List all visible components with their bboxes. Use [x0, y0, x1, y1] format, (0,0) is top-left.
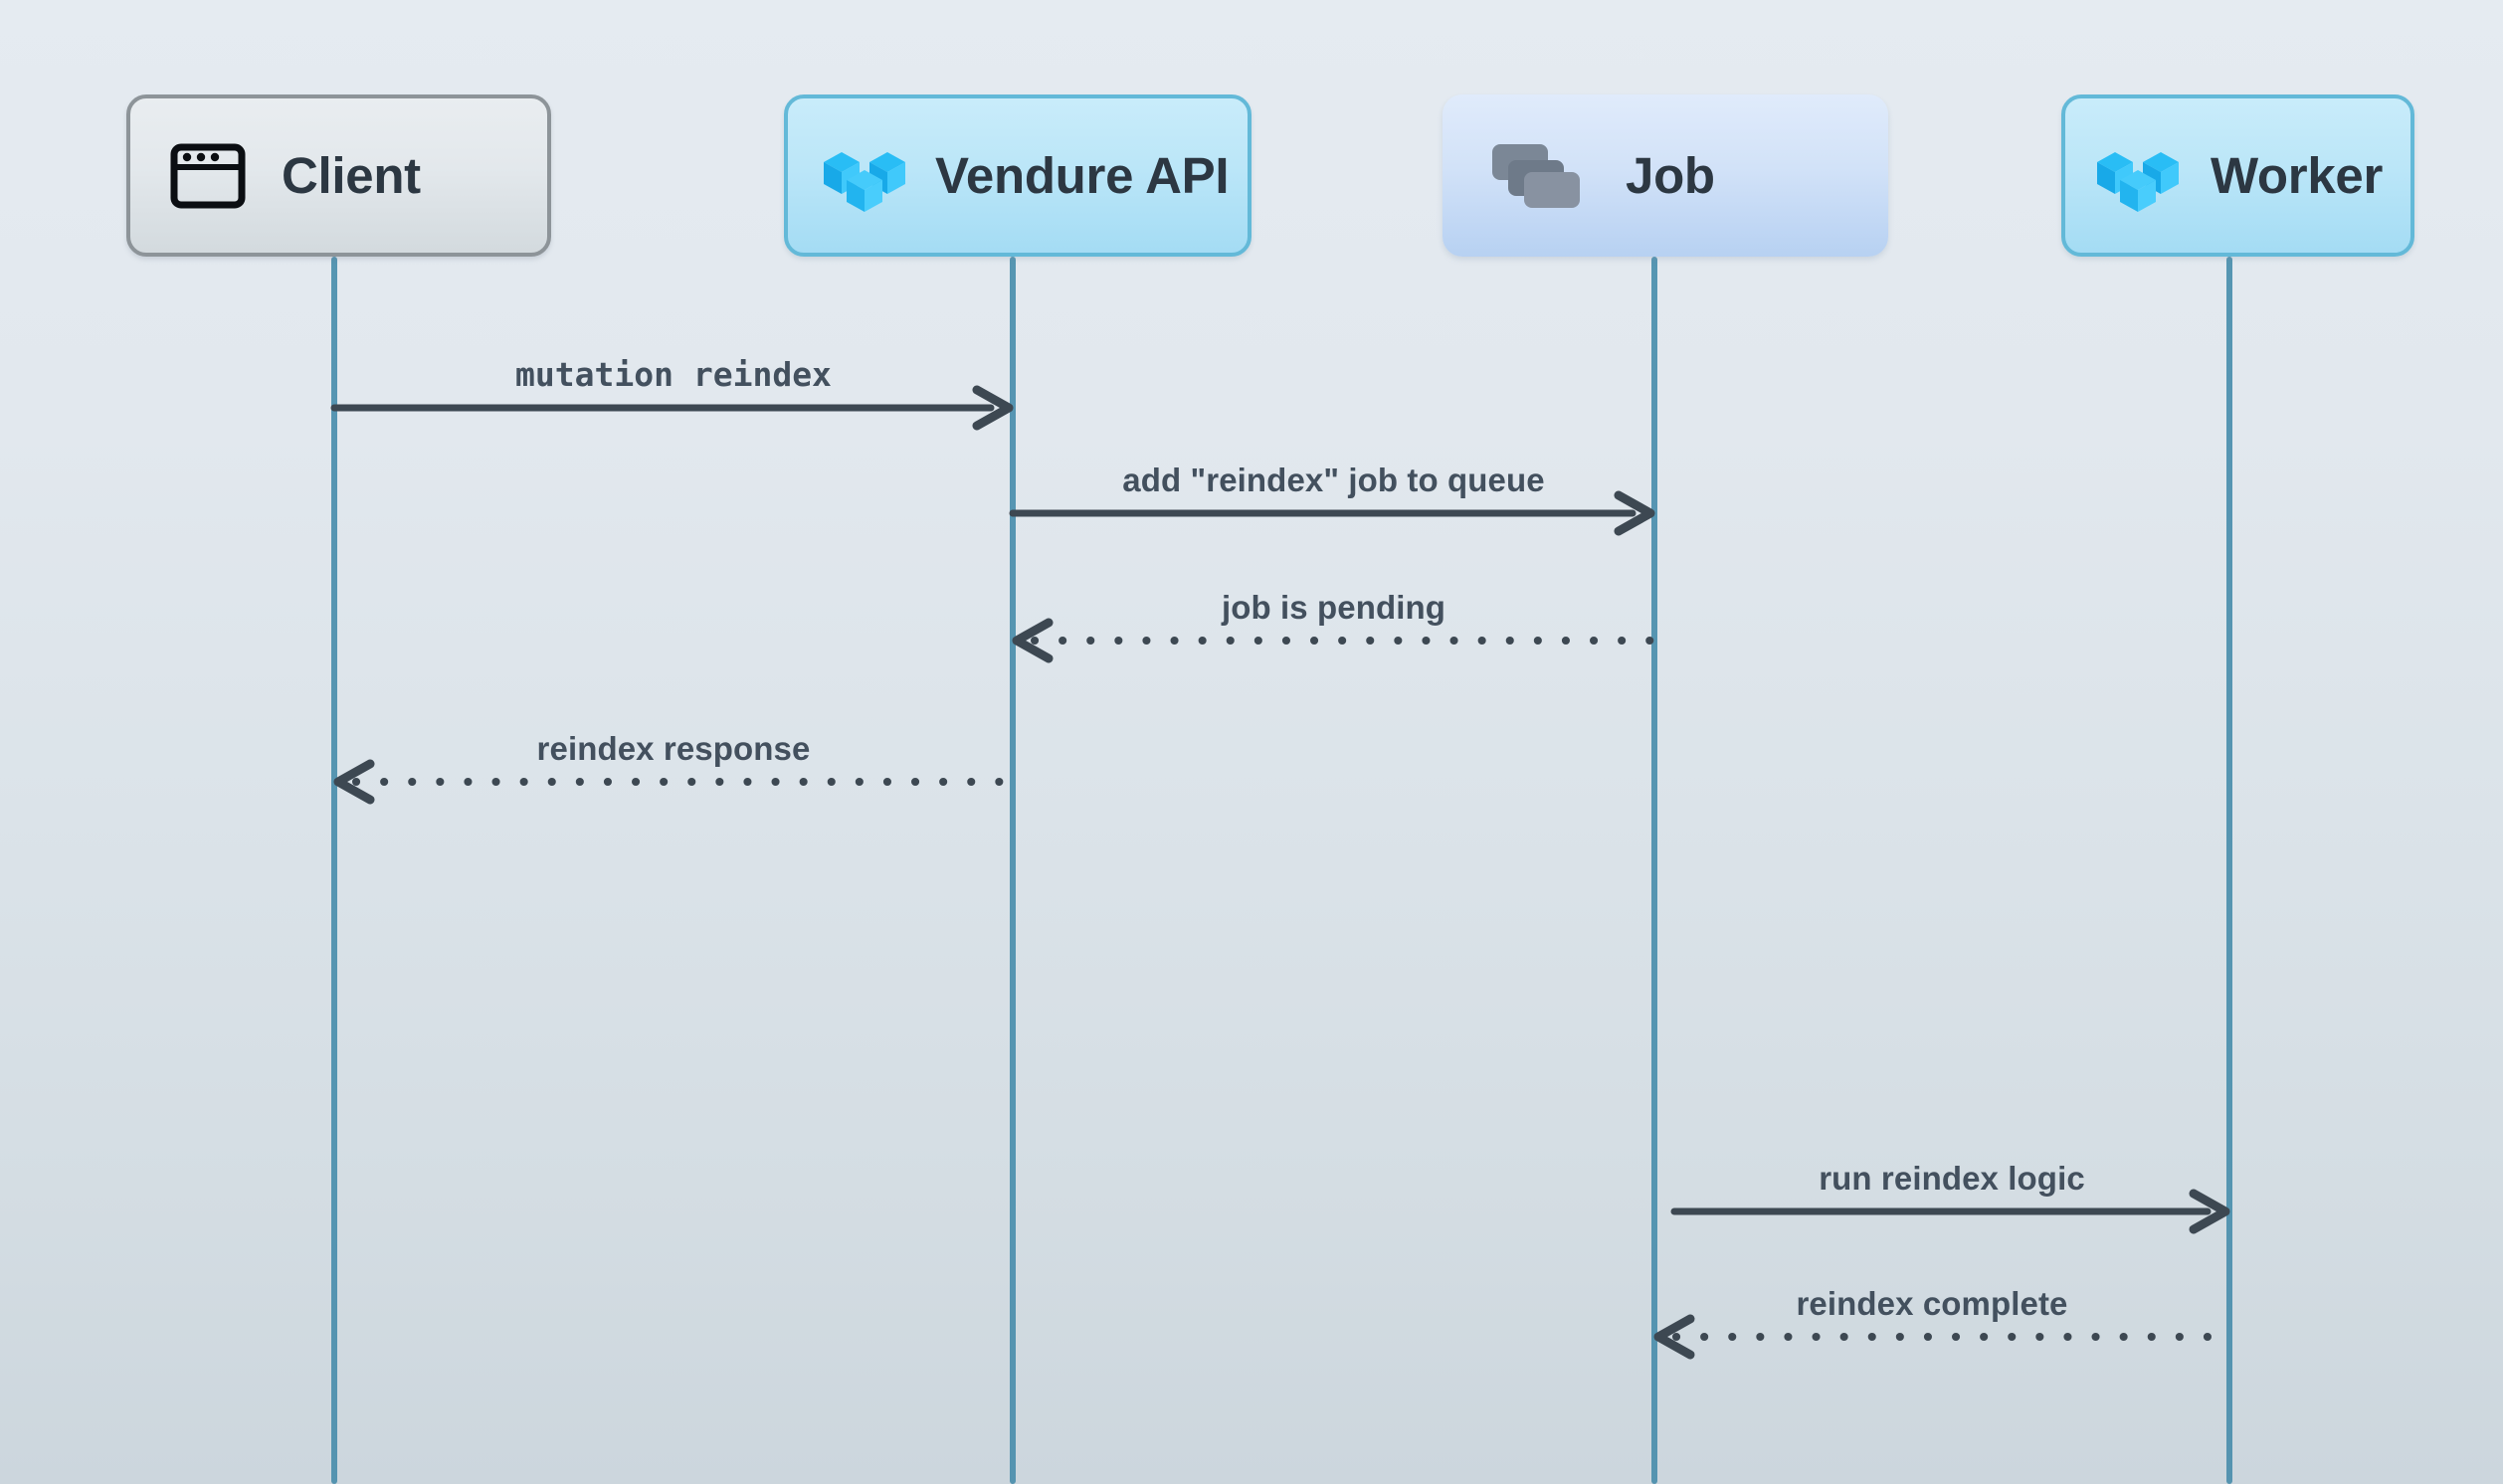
stacked-cards-icon — [1490, 140, 1582, 212]
message-label: run reindex logic — [1819, 1160, 2085, 1197]
message-label: job is pending — [1221, 589, 1446, 626]
lifeline-client — [331, 257, 337, 1484]
participant-worker[interactable]: Worker — [2061, 94, 2414, 257]
message-label: mutation reindex — [515, 355, 832, 394]
participant-label-job: Job — [1626, 147, 1715, 204]
participant-label-client: Client — [282, 147, 421, 204]
browser-window-icon — [170, 143, 246, 209]
participant-vendure-api[interactable]: Vendure API — [784, 94, 1252, 257]
participant-label-vendure-api: Vendure API — [935, 147, 1230, 204]
message-label: reindex response — [536, 730, 811, 767]
message-label: add "reindex" job to queue — [1122, 462, 1545, 498]
participant-client[interactable]: Client — [126, 94, 551, 257]
vendure-cubes-icon — [2093, 136, 2183, 216]
lifeline-job — [1651, 257, 1657, 1484]
vendure-cubes-icon — [820, 136, 909, 216]
lifeline-worker — [2226, 257, 2232, 1484]
participant-label-worker: Worker — [2211, 147, 2383, 204]
message-label: reindex complete — [1796, 1285, 2068, 1322]
lifeline-vendure-api — [1010, 257, 1016, 1484]
participant-job[interactable]: Job — [1443, 94, 1888, 257]
